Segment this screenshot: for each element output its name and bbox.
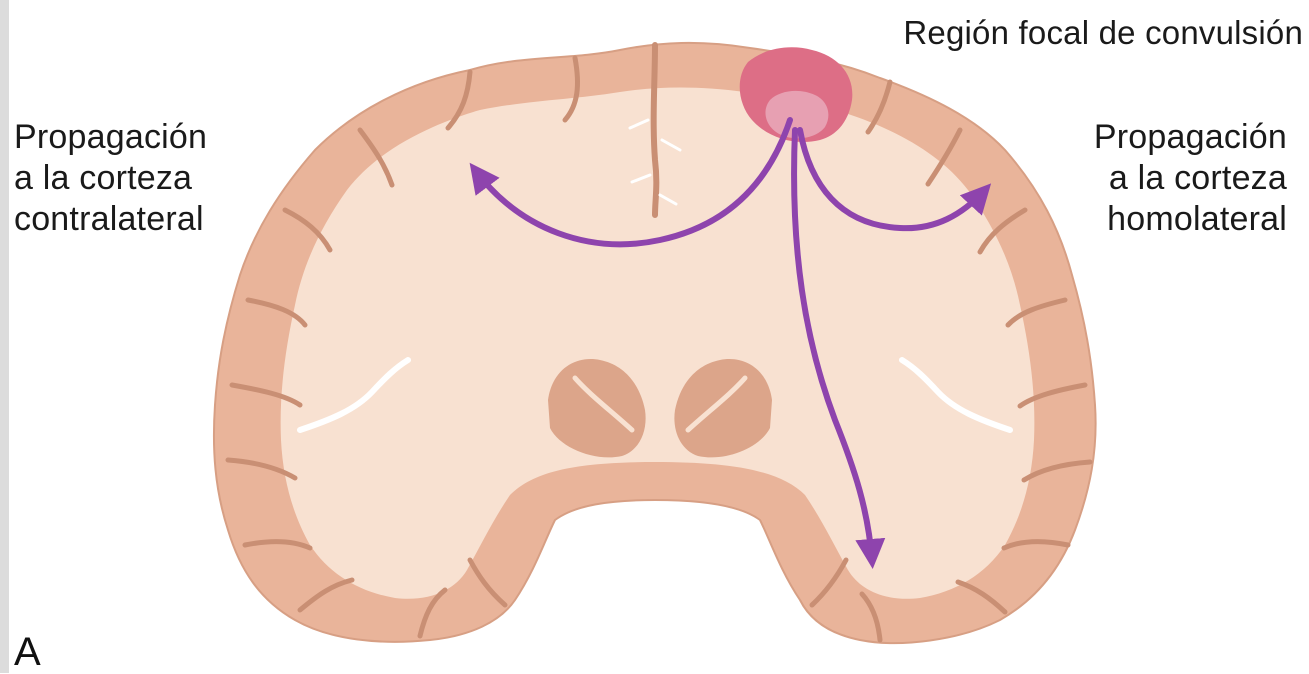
label-focal-region-text: Región focal de convulsión (903, 12, 1303, 53)
label-homolateral: Propagación a la corteza homolateral (1094, 117, 1287, 240)
label-homolateral-line-2: a la corteza (1094, 158, 1287, 199)
label-homolateral-line-3: homolateral (1094, 199, 1287, 240)
panel-letter: A (14, 632, 41, 672)
label-homolateral-line-1: Propagación (1094, 117, 1287, 158)
label-contralateral-line-3: contralateral (14, 199, 207, 240)
label-focal-region: Región focal de convulsión (903, 12, 1303, 53)
label-contralateral: Propagación a la corteza contralateral (14, 117, 207, 240)
label-contralateral-line-2: a la corteza (14, 158, 207, 199)
longitudinal-fissure (654, 45, 657, 215)
label-contralateral-line-1: Propagación (14, 117, 207, 158)
